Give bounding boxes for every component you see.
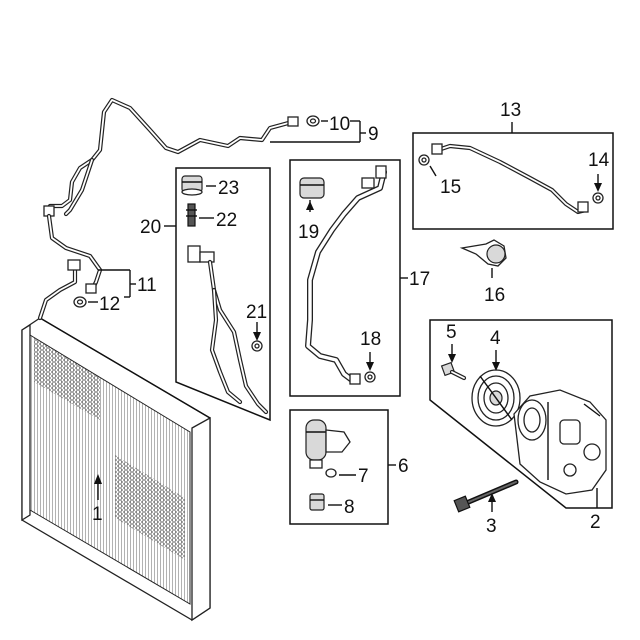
- callout-2-label: 2: [590, 512, 601, 533]
- callout-19-label: 19: [298, 222, 319, 243]
- oring-21: 21: [246, 302, 267, 352]
- bracket-16: 16: [459, 239, 507, 306]
- cap-19: 19: [298, 177, 325, 243]
- callout-10-label: 10: [329, 114, 350, 135]
- condenser: [21, 259, 211, 622]
- callout-5-label: 5: [446, 322, 457, 343]
- cap-23: 23: [181, 175, 239, 199]
- group-box-6: [289, 409, 389, 525]
- group-box-20: [175, 167, 271, 422]
- callout-13: 13: [500, 100, 521, 133]
- group-box-13: [412, 132, 614, 230]
- callout-17: 17: [400, 269, 430, 290]
- callout-18-label: 18: [360, 329, 381, 350]
- pipe-13: [431, 143, 589, 215]
- callout-20-label: 20: [140, 217, 161, 238]
- callout-22-label: 22: [216, 210, 237, 231]
- oring-15: 15: [418, 154, 461, 198]
- callout-4-label: 4: [490, 328, 501, 349]
- suction-hose-20: [187, 245, 269, 415]
- callout-20: 20: [140, 217, 176, 238]
- oring-7: 7: [325, 466, 369, 487]
- valve-core-22: 22: [186, 203, 237, 231]
- callout-12-label: 12: [99, 294, 120, 315]
- callout-10-9: 10 9: [270, 114, 379, 145]
- receiver-drier: [305, 419, 351, 469]
- callout-1-label: 1: [92, 504, 103, 525]
- callout-6: 6: [388, 456, 409, 477]
- callout-11-12: 11 12: [88, 269, 157, 315]
- callout-8-label: 8: [344, 497, 355, 518]
- suction-hose-17: [305, 165, 387, 385]
- oring-18: 18: [360, 329, 381, 383]
- callout-1: 1: [92, 474, 103, 525]
- discharge-line: [47, 97, 299, 217]
- compressor: [513, 389, 607, 495]
- oring-12: [73, 296, 87, 308]
- stud-3: 3: [453, 479, 519, 537]
- liquid-line: [43, 205, 103, 294]
- group-box-2: [429, 319, 613, 509]
- callout-17-label: 17: [409, 269, 430, 290]
- callout-23-label: 23: [218, 178, 239, 199]
- bolt-5: 5: [440, 322, 467, 381]
- callout-6-label: 6: [398, 456, 409, 477]
- callout-11-label: 11: [137, 275, 157, 296]
- plug-8: 8: [309, 493, 355, 518]
- callout-16-label: 16: [484, 285, 505, 306]
- callout-9-label: 9: [368, 124, 379, 145]
- oring-14: 14: [588, 150, 610, 204]
- callout-14-label: 14: [588, 150, 610, 171]
- callout-3-label: 3: [486, 516, 497, 537]
- callout-2: 2: [590, 488, 601, 533]
- oring-10: [306, 115, 320, 127]
- callout-15-label: 15: [440, 177, 461, 198]
- callout-13-label: 13: [500, 100, 521, 121]
- pulley-4: 4: [471, 328, 521, 427]
- callout-21-label: 21: [246, 302, 267, 323]
- callout-7-label: 7: [358, 466, 369, 487]
